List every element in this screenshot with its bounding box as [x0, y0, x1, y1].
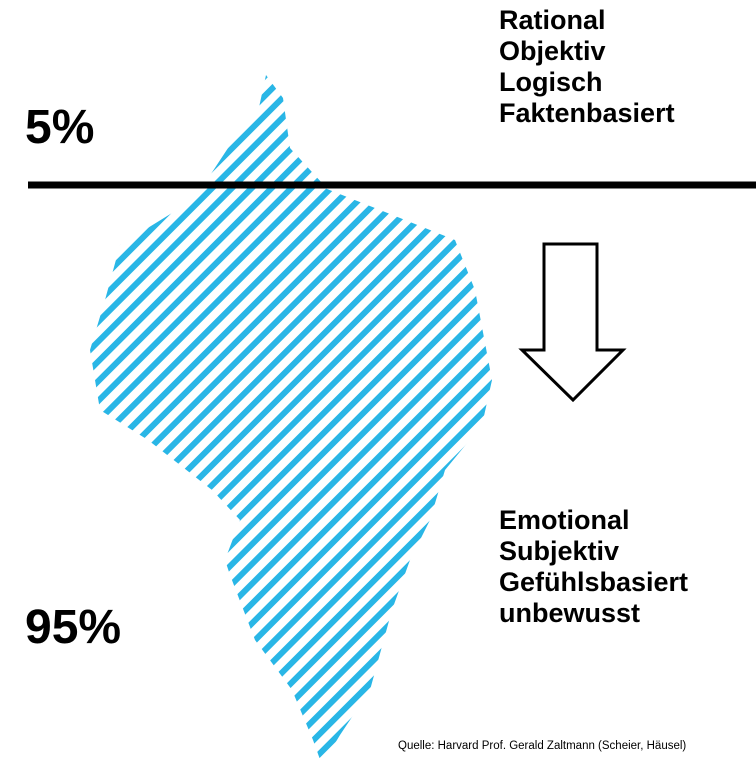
bottom-percentage: 95% — [25, 601, 122, 654]
list-item: Gefühlsbasiert — [499, 567, 689, 597]
list-item: Rational — [499, 5, 606, 35]
list-item: unbewusst — [499, 598, 641, 628]
list-item: Logisch — [499, 67, 603, 97]
iceberg-body — [90, 187, 492, 765]
source-citation: Quelle: Harvard Prof. Gerald Zaltmann (S… — [398, 740, 687, 752]
top-percentage: 5% — [25, 101, 95, 154]
list-item: Emotional — [499, 505, 630, 535]
emotional-traits-list: Emotional Subjektiv Gefühlsbasiert unbew… — [499, 505, 688, 629]
list-item: Subjektiv — [499, 536, 620, 566]
list-item: Faktenbasiert — [499, 98, 675, 128]
rational-traits-list: Rational Objektiv Logisch Faktenbasiert — [499, 5, 675, 129]
list-item: Objektiv — [499, 36, 606, 66]
down-arrow-icon — [518, 242, 627, 403]
iceberg-tip — [205, 75, 322, 183]
